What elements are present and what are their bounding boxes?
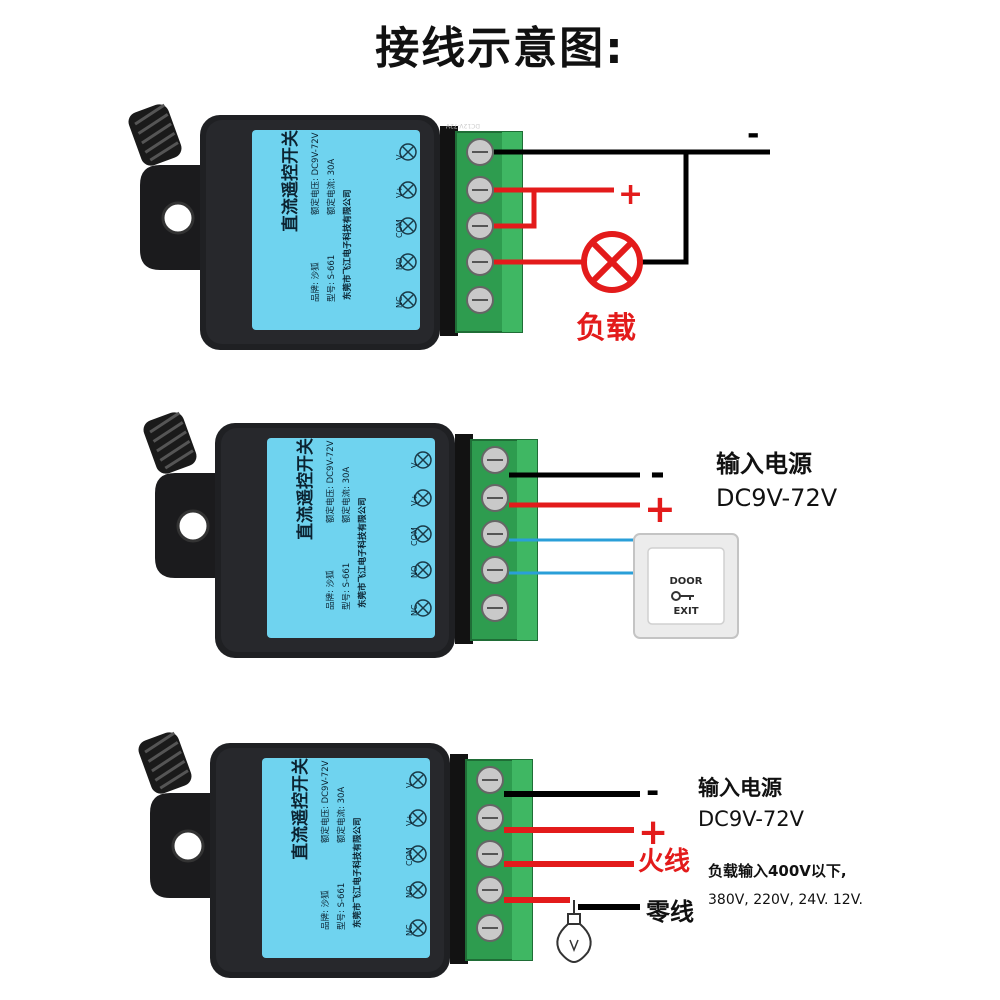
- load-note-1: 负载输入400V以下,: [708, 862, 847, 880]
- module-model: 型号: S-661: [337, 883, 347, 930]
- module-product-title: 直流遥控开关: [290, 758, 311, 860]
- module-rated-current: 额定电流: 30A: [336, 787, 347, 843]
- module-rated-voltage: 额定电压: DC9V-72V: [310, 132, 321, 215]
- terminal-label-v-plus: V+: [395, 186, 404, 198]
- wires-1: [494, 149, 770, 265]
- terminal-label-nc: NC: [395, 296, 404, 308]
- module-rated-voltage: 额定电压: DC9V-72V: [325, 440, 336, 523]
- relay-module-2: [139, 408, 539, 660]
- wire-black-1b: [640, 152, 689, 265]
- wires-2: [509, 472, 640, 575]
- plus-label-2: +: [644, 487, 676, 531]
- module-product-title: 直流遥控开关: [295, 438, 316, 540]
- relay-module-3: [134, 728, 534, 980]
- key-icon: [671, 591, 694, 601]
- module-rated-voltage: 额定电压: DC9V-72V: [320, 760, 331, 843]
- module-company: 东莞市飞江电子科技有限公司: [352, 817, 363, 928]
- plus-label-1: +: [618, 177, 643, 212]
- power-range-2: DC9V-72V: [716, 484, 838, 512]
- power-title-3: 输入电源: [698, 776, 782, 800]
- load-lamp-icon: [581, 231, 643, 293]
- terminal-label-no: NO: [405, 886, 414, 898]
- diagram-1: 直流遥控开关 品牌: 沙狐 型号: S-661 额定电压: DC9V-72V 额…: [124, 100, 770, 352]
- module-product-title: 直流遥控开关: [280, 130, 301, 232]
- wire-red-1b: [494, 190, 537, 229]
- module-rated-current: 额定电流: 30A: [326, 159, 337, 215]
- terminal-label-v-plus: V+: [410, 494, 419, 506]
- door-label: DOOR: [669, 576, 702, 587]
- terminal-label-v-minus: V-: [410, 460, 419, 468]
- light-bulb-icon: [556, 900, 592, 964]
- exit-label: EXIT: [673, 606, 698, 617]
- module-brand: 品牌: 沙狐: [325, 570, 336, 610]
- power-title-2: 输入电源: [716, 450, 812, 478]
- module-1-label: 直流遥控开关 品牌: 沙狐 型号: S-661 额定电压: DC9V-72V 额…: [280, 122, 480, 308]
- terminal-label-no: NO: [395, 258, 404, 270]
- terminal-label-v-minus: V-: [405, 780, 414, 788]
- diagram-3: 直流遥控开关 品牌: 沙狐 型号: S-661 额定电压: DC9V-72V 额…: [134, 728, 863, 980]
- terminal-label-no: NO: [410, 566, 419, 578]
- terminal-label-nc: NC: [405, 924, 414, 936]
- module-model: 型号: S-661: [342, 563, 352, 610]
- minus-label-1: -: [747, 117, 759, 152]
- neutral-wire-label: 零线: [645, 898, 694, 926]
- load-note-2: 380V, 220V, 24V. 12V.: [708, 892, 863, 908]
- terminal-label-nc: NC: [410, 604, 419, 616]
- terminal-label-v-plus: V+: [405, 814, 414, 826]
- load-label: 负载: [576, 311, 636, 346]
- relay-module-1: [124, 100, 524, 352]
- module-3-label: 直流遥控开关 品牌: 沙狐 型号: S-661 额定电压: DC9V-72V 额…: [290, 758, 414, 936]
- module-side-code: DC12V-72V: [445, 122, 480, 129]
- power-range-3: DC9V-72V: [698, 807, 805, 831]
- module-rated-current: 额定电流: 30A: [341, 467, 352, 523]
- plus-label-3: +: [638, 812, 668, 853]
- terminal-label-com: COM: [395, 219, 404, 238]
- module-company: 东莞市飞江电子科技有限公司: [342, 189, 353, 300]
- wires-3: [504, 791, 640, 910]
- module-model: 型号: S-661: [327, 255, 337, 302]
- module-brand: 品牌: 沙狐: [310, 262, 321, 302]
- live-wire-label: 火线: [638, 847, 690, 877]
- terminal-label-com: COM: [405, 847, 414, 866]
- module-2-label: 直流遥控开关 品牌: 沙狐 型号: S-661 额定电压: DC9V-72V 额…: [295, 438, 419, 616]
- module-brand: 品牌: 沙狐: [320, 890, 331, 930]
- diagram-2: 直流遥控开关 品牌: 沙狐 型号: S-661 额定电压: DC9V-72V 额…: [139, 408, 838, 660]
- door-exit-button: DOOR EXIT: [633, 533, 739, 639]
- minus-label-2: -: [650, 453, 665, 494]
- terminal-label-v-minus: V-: [395, 152, 404, 160]
- terminal-label-com: COM: [410, 527, 419, 546]
- minus-label-3: -: [646, 772, 659, 810]
- module-company: 东莞市飞江电子科技有限公司: [357, 497, 368, 608]
- page-title: 接线示意图:: [375, 23, 625, 74]
